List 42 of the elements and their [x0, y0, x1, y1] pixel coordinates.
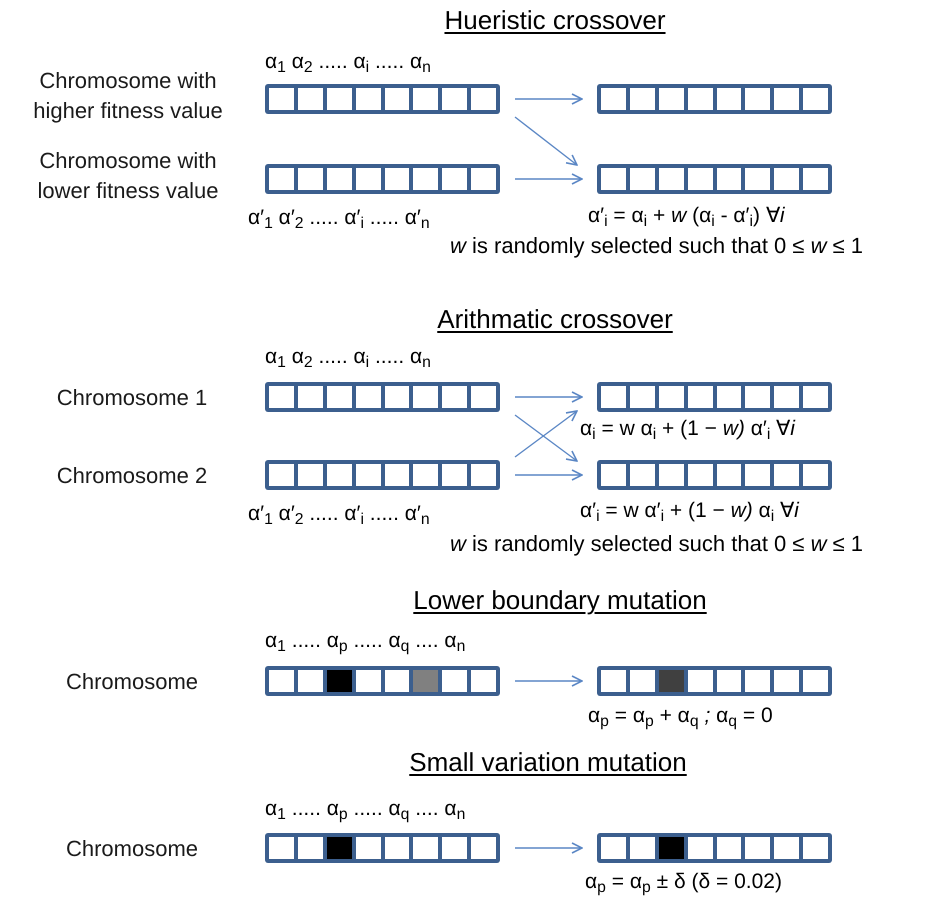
- gene-index-row-text: α′$_{1}$ α′$_{2}$ ..... α′$_{i}$ ..... α′$_{n}$: [248, 205, 430, 232]
- section-heading: Arithmatic crossover: [437, 303, 673, 335]
- note-text: w is randomly selected such that 0 ≤ w ≤ 1: [450, 232, 864, 260]
- arrow: [514, 116, 578, 166]
- formula-text: α′$_{i}$ = α$_{i}$ + w (α$_{i}$ - α′$_{i}$) ∀i: [588, 203, 784, 230]
- chromosome-bar: [597, 460, 832, 490]
- chromosome-bar: [265, 666, 500, 696]
- formula-text: α$_{p}$ = α$_{p}$ ± δ (δ = 0.02): [585, 869, 782, 896]
- note-text: w is randomly selected such that 0 ≤ w ≤ 1: [450, 530, 864, 558]
- chromosome-bar: [597, 833, 832, 863]
- chromosome-label: Chromosome 2: [56, 462, 208, 490]
- arrow: [515, 469, 583, 481]
- chromosome-label: Chromosome with lower fitness value: [36, 147, 220, 205]
- arrow: [515, 93, 583, 105]
- chromosome-bar: [597, 164, 832, 194]
- gene-index-row-text: α$_{1}$ ..... α$_{p}$ ..... α$_{q}$ .... α$_{n}$: [265, 628, 466, 655]
- formula-text: α$_{i}$ = w α$_{i}$ + (1 − w) α′$_{i}$ ∀i: [580, 416, 795, 443]
- chromosome-bar: [265, 84, 500, 114]
- gene-index-row-text: α$_{1}$ α$_{2}$ ..... α$_{i}$ ..... α$_{n}$: [265, 344, 431, 371]
- chromosome-bar: [265, 833, 500, 863]
- section-heading: Hueristic crossover: [444, 4, 666, 36]
- chromosome-bar: [597, 666, 832, 696]
- formula-text: α$_{p}$ = α$_{p}$ + α$_{q}$ ; α$_{q}$ = 0: [588, 703, 773, 730]
- gene-index-row-text: α$_{1}$ ..... α$_{p}$ ..... α$_{q}$ .... α$_{n}$: [265, 796, 466, 823]
- arrow: [515, 391, 583, 403]
- arrow: [515, 842, 583, 854]
- arrow: [515, 675, 583, 687]
- chromosome-bar: [265, 164, 500, 194]
- gene-index-row-text: α′$_{1}$ α′$_{2}$ ..... α′$_{i}$ ..... α′$_{n}$: [248, 501, 430, 528]
- chromosome-label: Chromosome with higher fitness value: [32, 67, 224, 125]
- chromosome-bar: [265, 382, 500, 412]
- formula-text: α′$_{i}$ = w α′$_{i}$ + (1 − w) α$_{i}$ ∀i: [580, 498, 799, 525]
- gene-index-row-text: α$_{1}$ α$_{2}$ ..... α$_{i}$ ..... α$_{n}$: [265, 49, 431, 76]
- chromosome-label: Chromosome 1: [56, 384, 208, 412]
- chromosome-bar: [597, 382, 832, 412]
- chromosome-label: Chromosome: [64, 668, 200, 696]
- chromosome-label: Chromosome: [64, 835, 200, 863]
- chromosome-bar: [597, 84, 832, 114]
- arrow: [515, 173, 583, 185]
- chromosome-bar: [265, 460, 500, 490]
- section-heading: Lower boundary mutation: [413, 584, 707, 616]
- section-heading: Small variation mutation: [409, 746, 687, 778]
